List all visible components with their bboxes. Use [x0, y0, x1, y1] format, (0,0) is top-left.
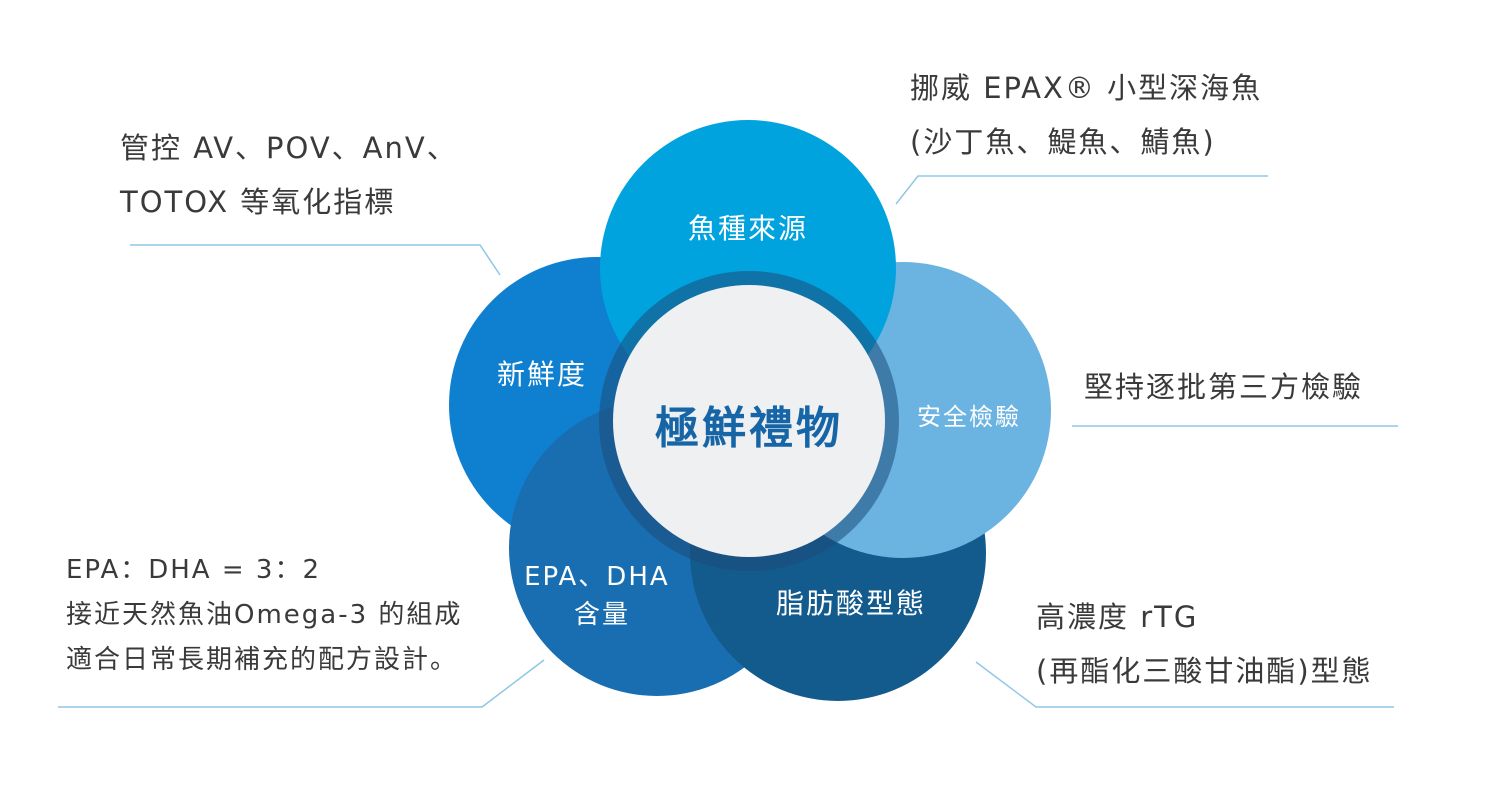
- center-circle: [613, 285, 885, 557]
- note-freshness: 管控 AV、POV、AnV、 TOTOX 等氧化指標: [120, 121, 458, 229]
- note-line: (沙丁魚、鯷魚、鯖魚): [910, 125, 1216, 159]
- note-form: 高濃度 rTG (再酯化三酸甘油酯)型態: [1036, 590, 1373, 698]
- leader-lines: [58, 175, 1398, 708]
- note-line: 接近天然魚油Omega-3 的組成: [66, 600, 463, 630]
- petal-label-fish-source: 魚種來源: [688, 212, 808, 245]
- note-line: 高濃度 rTG: [1036, 600, 1199, 634]
- note-line: 挪威 EPAX® 小型深海魚: [910, 71, 1263, 105]
- petal-label-freshness: 新鮮度: [497, 358, 587, 391]
- petal-label-safety-test: 安全檢驗: [917, 403, 1021, 431]
- note-safety: 堅持逐批第三方檢驗: [1084, 360, 1363, 414]
- leader-line-epa-dha: [58, 659, 545, 708]
- leader-line-fish-source: [895, 175, 1268, 205]
- note-line: 適合日常長期補充的配方設計。: [66, 645, 459, 675]
- petal-label-form: 脂肪酸型態: [776, 587, 926, 620]
- note-line: EPA：DHA = 3：2: [66, 555, 321, 585]
- note-line: (再酯化三酸甘油酯)型態: [1036, 654, 1373, 688]
- petal-label-epa-dha: EPA、DHA 含量: [524, 562, 680, 630]
- note-line: TOTOX 等氧化指標: [120, 185, 396, 219]
- leader-line-freshness: [130, 244, 501, 276]
- center-label: 極鮮禮物: [655, 403, 843, 454]
- note-fish-source: 挪威 EPAX® 小型深海魚 (沙丁魚、鯷魚、鯖魚): [910, 61, 1262, 169]
- note-line: 管控 AV、POV、AnV、: [120, 131, 458, 165]
- note-epa-dha: EPA：DHA = 3：2 接近天然魚油Omega-3 的組成 適合日常長期補充…: [66, 548, 462, 683]
- note-line: 堅持逐批第三方檢驗: [1084, 370, 1364, 404]
- leader-line-form: [975, 661, 1394, 708]
